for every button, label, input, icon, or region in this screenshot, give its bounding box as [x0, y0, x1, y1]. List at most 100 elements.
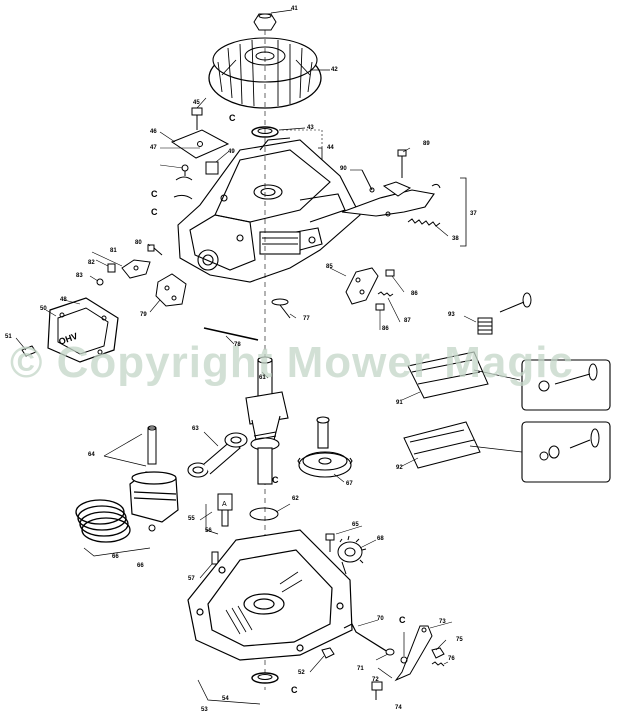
- pushrod-78: [203, 327, 259, 341]
- part-label-77: 77: [303, 316, 310, 322]
- link-rod-90: [361, 169, 375, 193]
- circlip: [148, 524, 156, 532]
- small-screw-47: [181, 164, 189, 176]
- spacer-82: [107, 263, 116, 273]
- bolt-80: [147, 244, 163, 256]
- part-label-75: 75: [456, 637, 463, 643]
- nut-75: [431, 647, 445, 659]
- part-label-74: 74: [395, 705, 402, 711]
- part-label-91: 91: [396, 400, 403, 406]
- part-label-78: 78: [234, 342, 241, 348]
- piston: [129, 471, 179, 523]
- part-label-64: 64: [88, 452, 95, 458]
- part-label-86b: 86: [382, 326, 389, 332]
- crankcase-sump: [187, 529, 353, 661]
- part-label-37: 37: [470, 211, 477, 217]
- part-label-92: 92: [396, 465, 403, 471]
- part-label-87: 87: [404, 318, 411, 324]
- c-marker-3: C: [151, 207, 158, 217]
- gasket-kit-bag-91: [407, 351, 489, 399]
- engine-block: [177, 137, 361, 283]
- part-label-76: 76: [448, 656, 455, 662]
- camshaft: [297, 416, 353, 478]
- part-label-86a: 86: [411, 291, 418, 297]
- part-label-45: 45: [193, 100, 200, 106]
- c-marker-5: C: [399, 615, 406, 625]
- bolt-86: [375, 269, 395, 311]
- c-marker-2: C: [151, 189, 158, 199]
- oil-seal-bottom: [251, 672, 279, 684]
- part-label-46: 46: [150, 129, 157, 135]
- svg-text:A: A: [222, 501, 227, 508]
- part-label-50: 50: [40, 306, 47, 312]
- part-label-43: 43: [307, 125, 314, 131]
- part-label-47: 47: [150, 145, 157, 151]
- bolt-45: [191, 107, 203, 130]
- bracket-81: [121, 259, 151, 279]
- part-label-89: 89: [423, 141, 430, 147]
- washer-71: [385, 648, 395, 656]
- part-label-70: 70: [377, 616, 384, 622]
- part-label-53: 53: [201, 707, 208, 713]
- plate-79: [155, 273, 187, 307]
- part-label-85: 85: [326, 264, 333, 270]
- crankshaft: [245, 356, 289, 485]
- gasket-kit-bag-92: [403, 421, 481, 469]
- part-label-67: 67: [346, 481, 353, 487]
- c-marker-6: C: [291, 685, 298, 695]
- part-49: [205, 161, 219, 175]
- part-label-52: 52: [298, 670, 305, 676]
- part-label-44: 44: [327, 145, 334, 151]
- pin-74: [371, 681, 383, 700]
- c-marker-4: C: [272, 475, 279, 485]
- part-label-79: 79: [140, 312, 147, 318]
- spring-87: [377, 291, 394, 297]
- part-label-68: 68: [377, 536, 384, 542]
- part-label-51: 51: [5, 334, 12, 340]
- part-label-65: 65: [352, 522, 359, 528]
- spring-76: [431, 661, 445, 667]
- part-label-42: 42: [331, 67, 338, 73]
- valve-spring-93: [477, 292, 532, 335]
- drain-plug: [321, 647, 335, 659]
- gasket-62: [249, 507, 279, 521]
- wrist-pin: [147, 425, 157, 465]
- bracket-85: [345, 267, 379, 305]
- part-label-83: 83: [76, 273, 83, 279]
- part-label-54: 54: [222, 696, 229, 702]
- valve-cover: OHV: [47, 297, 119, 363]
- part-label-66a: 66: [112, 554, 119, 560]
- kit-box-92: [521, 421, 611, 483]
- part-label-56: 56: [205, 528, 212, 534]
- part-label-80: 80: [135, 240, 142, 246]
- part-label-62a: 62: [292, 496, 299, 502]
- part-label-81: 81: [110, 248, 117, 254]
- dowel-57: [211, 551, 219, 565]
- cover-plate-46: [170, 129, 230, 159]
- part-label-49: 49: [228, 149, 235, 155]
- connecting-rod: [187, 432, 248, 478]
- part-label-82: 82: [88, 260, 95, 266]
- valve-77: [271, 298, 291, 319]
- bolt-69: [325, 533, 335, 552]
- part-label-93: 93: [448, 312, 455, 318]
- governor-gear: [337, 535, 367, 575]
- part-label-41: 41: [291, 6, 298, 12]
- part-label-48: 48: [60, 297, 67, 303]
- part-label-57: 57: [188, 576, 195, 582]
- part-label-38: 38: [452, 236, 459, 242]
- copyright-watermark: © Copyright Mower Magic: [10, 338, 574, 387]
- c-marker-1: C: [229, 113, 236, 123]
- screw-51: [21, 345, 37, 357]
- oil-sensor: A: [217, 493, 233, 527]
- part-label-73: 73: [439, 619, 446, 625]
- part-label-72: 72: [372, 677, 379, 683]
- kit-box-91: [521, 359, 611, 411]
- part-label-90: 90: [340, 166, 347, 172]
- flywheel-nut: [253, 13, 277, 31]
- governor-lever-assembly: [341, 149, 441, 227]
- part-label-63: 63: [192, 426, 199, 432]
- lever-73: [394, 625, 433, 682]
- part-label-61: 61: [259, 375, 266, 381]
